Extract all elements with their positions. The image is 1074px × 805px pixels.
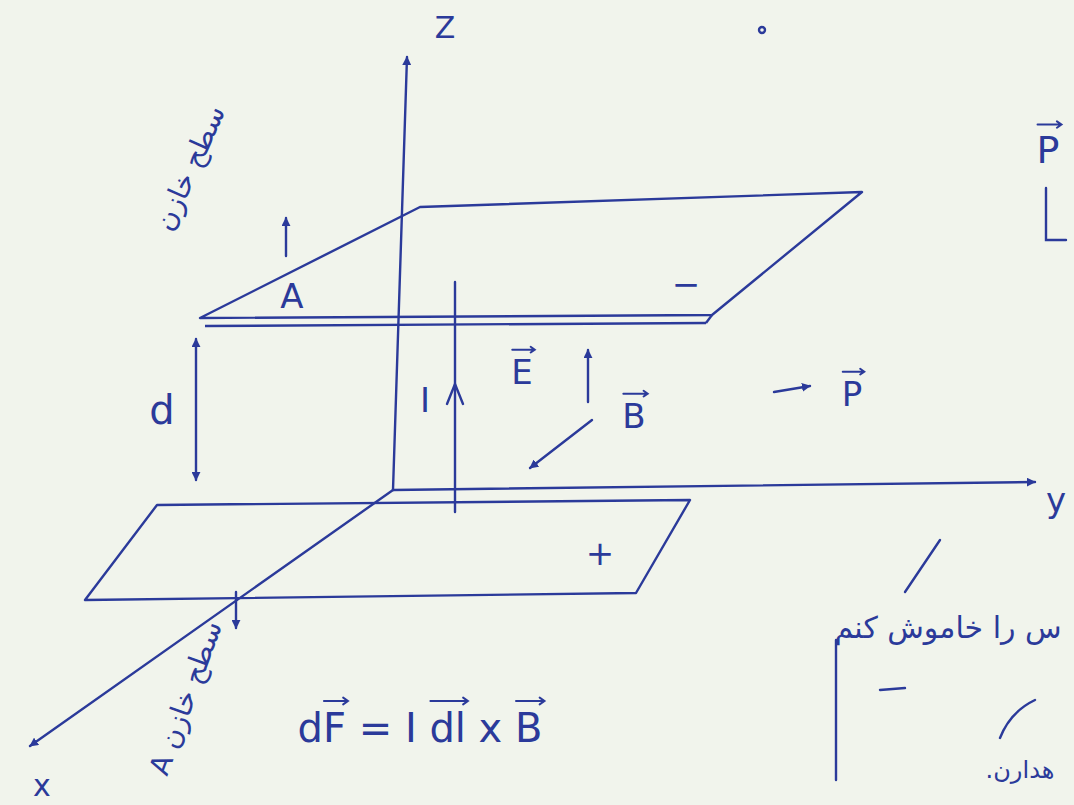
note-text: سطح خازن A [143,616,230,779]
field-arrow [587,350,589,402]
symbol-label: Z [435,10,456,46]
symbol-label: P [1037,121,1060,180]
charge-sign: − [672,264,701,305]
note-text: هدارن. [986,756,1055,785]
plate-thickness [706,315,712,323]
symbol-label: y [1046,480,1066,521]
symbol-label: x [33,768,51,804]
plate-edge [85,500,690,600]
force-formula: dF = I dl x B [298,697,543,759]
vector-arrow [324,698,348,705]
area-label: A [280,276,303,317]
pen-stroke [880,688,905,690]
note-text: س را خاموش کنم [834,610,1061,646]
charge-sign: + [586,533,615,574]
normal-arrow [285,218,287,256]
plate-thickness [205,323,706,326]
capacitor-plate: A− [200,192,862,318]
symbol-label: d [149,386,174,434]
vector-arrow [623,391,647,397]
z-axis [393,57,407,490]
symbol-label: B [622,390,645,443]
vector-arrow [843,369,865,375]
capacitor-plate: + [85,500,690,600]
gap-dimension [195,339,197,480]
symbol-label: I [420,380,430,421]
symbol-label: P [842,368,863,421]
vector-arrow [516,698,544,705]
y-axis [393,482,1035,490]
pen-dot [759,27,765,33]
magnetic-arrow [530,420,592,468]
vector-arrow [1038,121,1062,127]
momentum-arrow [774,386,810,392]
bracket [1046,188,1066,240]
symbol-label: E [511,346,532,399]
vector-arrow [430,698,468,705]
plate-edge [200,192,862,318]
pen-stroke [1000,700,1035,738]
note-text: سطح خازن [148,100,233,235]
current-arrowhead [447,384,463,404]
vector-arrow [512,347,534,353]
margin-line [835,640,837,780]
pen-stroke [905,540,940,592]
